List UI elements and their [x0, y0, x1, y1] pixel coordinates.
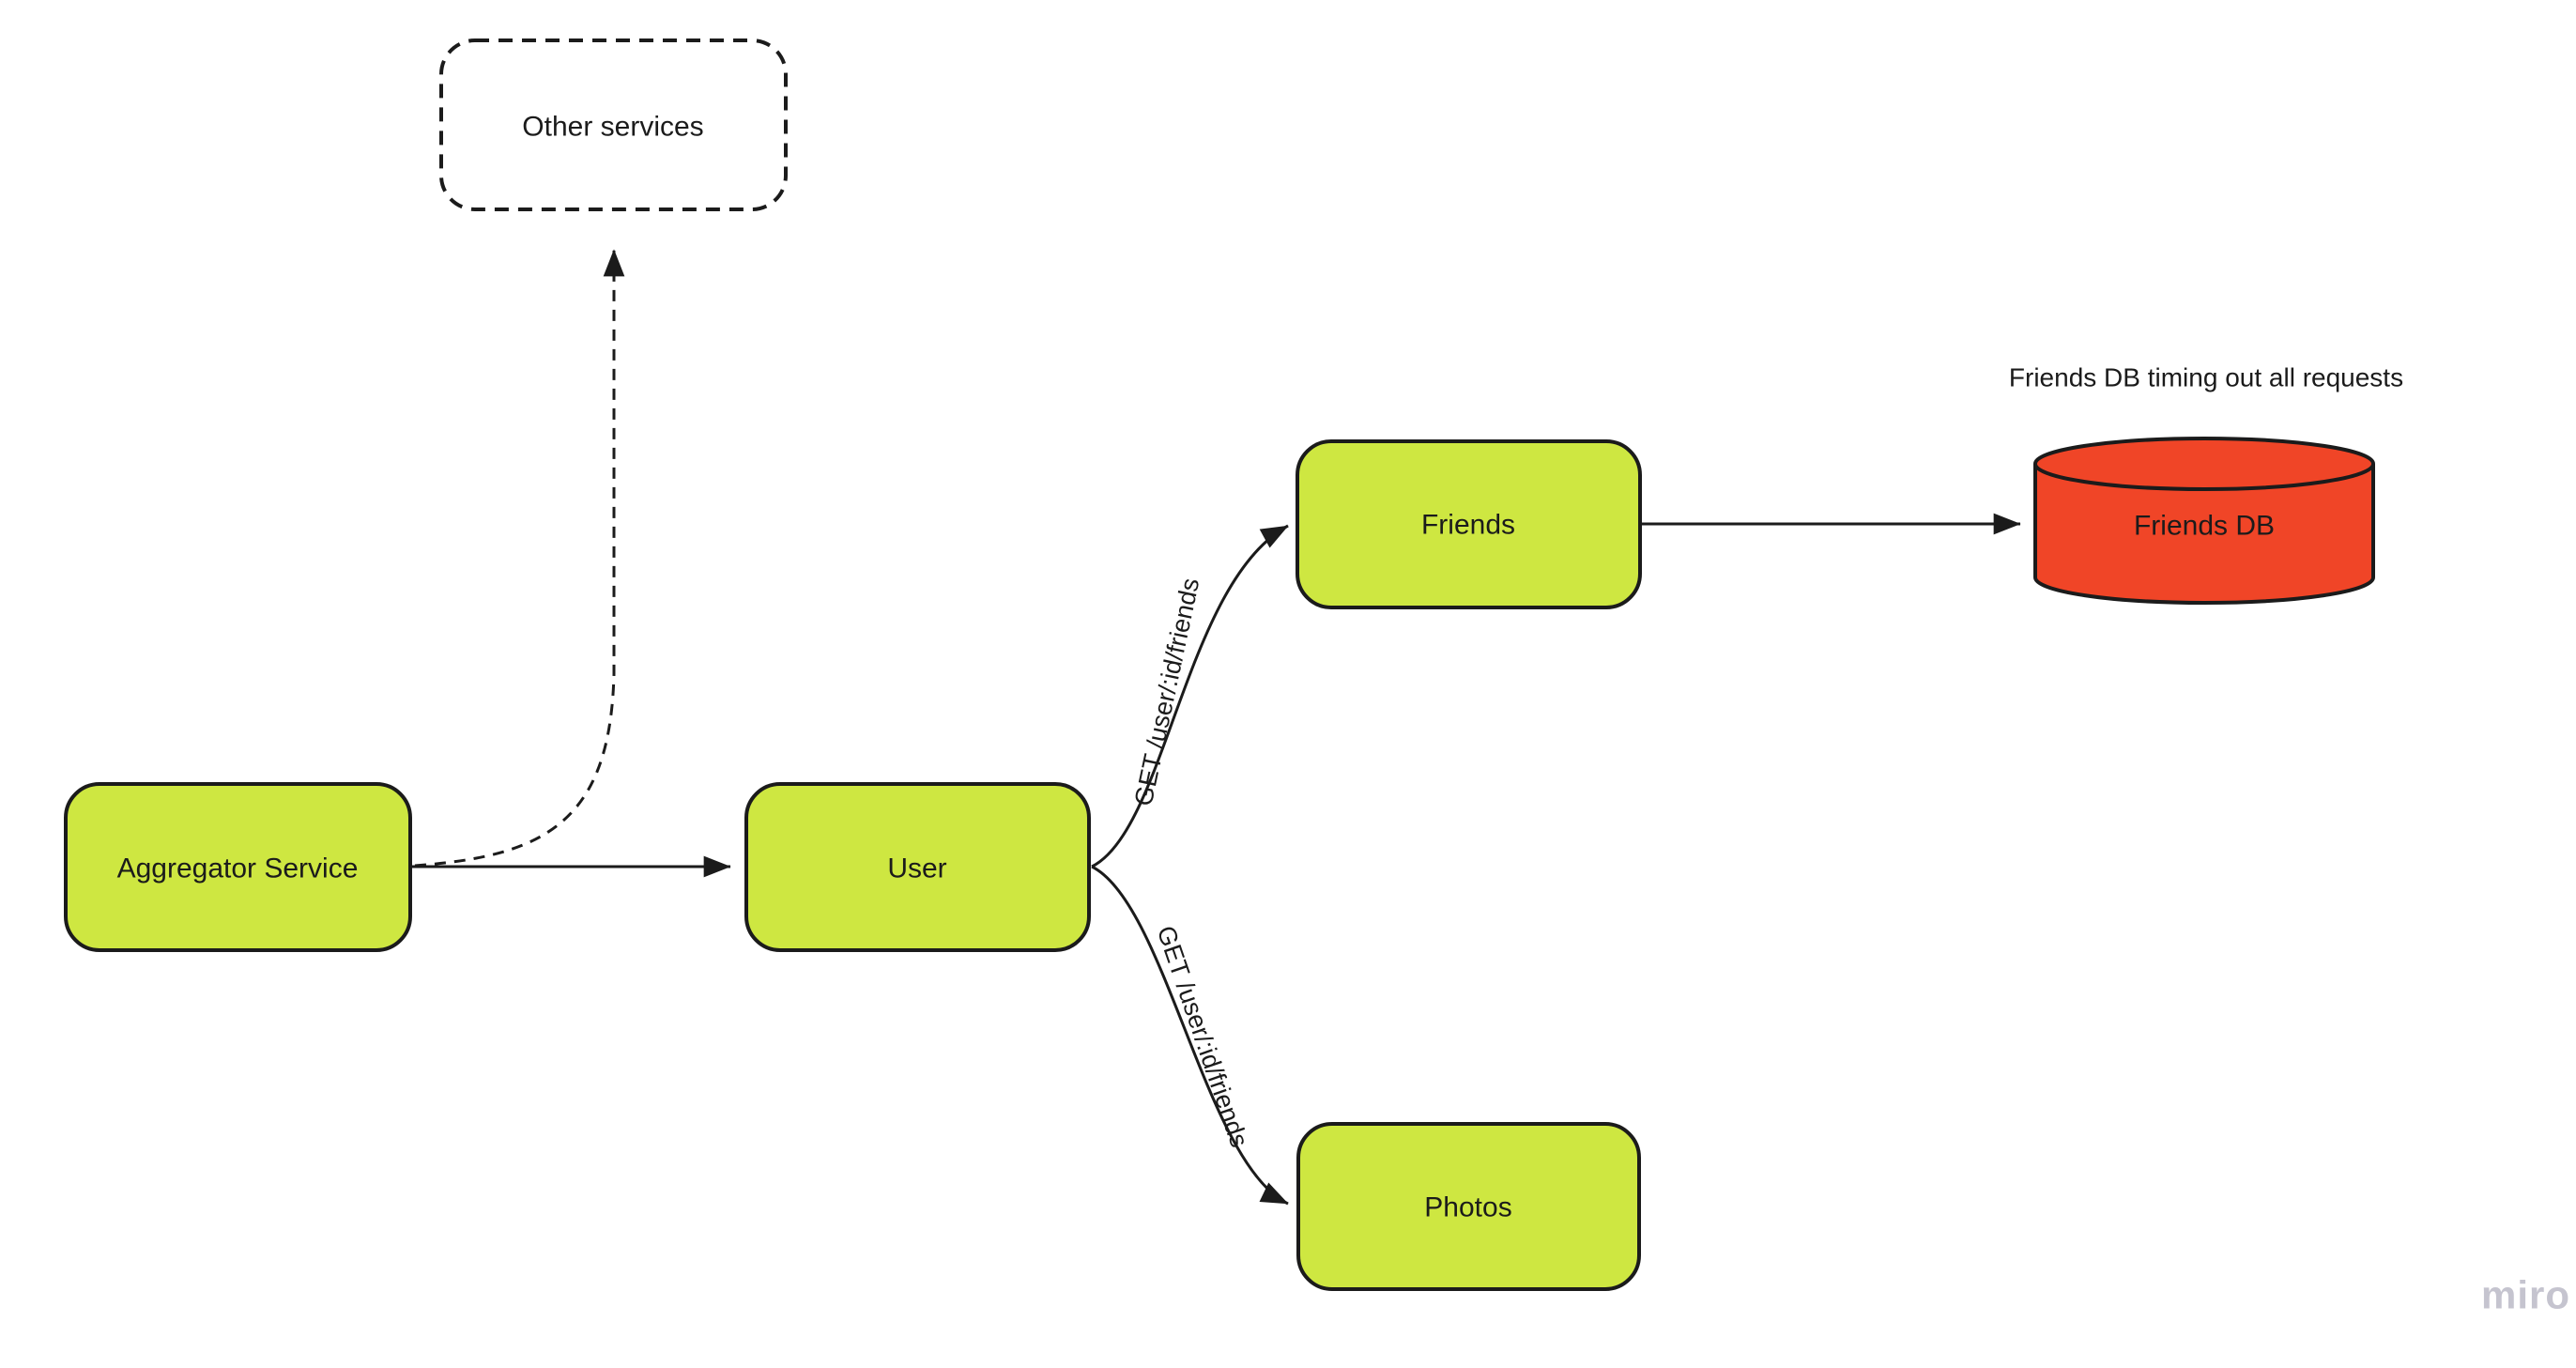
aggregator-service-label: Aggregator Service	[117, 853, 359, 884]
friends-db-label: Friends DB	[2134, 511, 2275, 542]
node-friends[interactable]: Friends	[1296, 439, 1642, 609]
node-user[interactable]: User	[744, 782, 1091, 952]
other-services-label: Other services	[522, 112, 703, 143]
friends-db-note-text[interactable]: Friends DB timing out all requests	[2009, 363, 2403, 392]
friends-label: Friends	[1421, 510, 1515, 541]
user-label: User	[887, 853, 946, 884]
friends-shape[interactable]	[1296, 439, 1642, 609]
photos-shape[interactable]	[1296, 1122, 1641, 1291]
friends-db-cylinder-body-fill[interactable]	[2035, 464, 2373, 603]
edge-label-user-to-friends[interactable]: GET /user/:id/friends	[1129, 576, 1205, 808]
node-other-services[interactable]: Other services	[439, 38, 788, 211]
user-shape[interactable]	[744, 782, 1091, 952]
connector-user-to-photos[interactable]	[1091, 865, 1289, 1206]
friends-db-cylinder-top[interactable]	[2033, 437, 2375, 491]
friends-db-cylinder-body-outline[interactable]	[2033, 464, 2375, 605]
node-photos[interactable]: Photos	[1296, 1122, 1641, 1291]
other-services-shape[interactable]	[439, 38, 788, 211]
node-friends-db[interactable]: Friends DB	[2033, 437, 2375, 605]
photos-label: Photos	[1424, 1192, 1511, 1223]
node-aggregator-service[interactable]: Aggregator Service	[64, 782, 412, 952]
connector-aggregator-to-other-services[interactable]	[414, 249, 625, 868]
connector-user-to-friends[interactable]	[1091, 524, 1289, 868]
miro-logo-watermark: miro	[2481, 1273, 2570, 1317]
edge-label-user-to-photos[interactable]: GET /user/:id/friends	[1152, 922, 1254, 1150]
aggregator-service-shape[interactable]	[64, 782, 412, 952]
